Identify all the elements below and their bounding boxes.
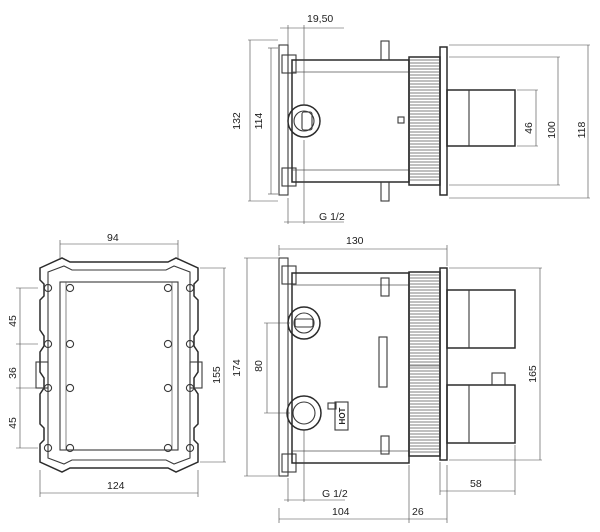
side-view: HOT 130 174 80 165 G 1/2 1 — [231, 235, 542, 523]
mounting-hole — [163, 383, 173, 393]
front-dim-spacing-2: 36 — [7, 367, 19, 379]
front-dim-width-bottom: 124 — [107, 480, 125, 492]
front-side-lug-right — [189, 361, 203, 389]
top-thread-label: G 1/2 — [319, 211, 345, 223]
top-dim-plate-inner: 100 — [546, 121, 558, 139]
front-dim-width-top: 94 — [107, 232, 119, 244]
mounting-hole — [185, 283, 195, 293]
top-plate — [439, 46, 448, 196]
side-dim-handle-depth: 58 — [470, 478, 482, 490]
side-dim-overall-width: 130 — [346, 235, 364, 247]
side-plate — [439, 267, 448, 461]
mounting-hole — [43, 383, 53, 393]
top-tab-right-lower — [380, 181, 390, 202]
mounting-hole — [65, 339, 75, 349]
top-view: 19,50 132 114 46 100 118 G 1/2 — [231, 13, 590, 224]
side-button — [491, 372, 506, 386]
top-dim-plate-outer: 118 — [576, 121, 588, 138]
top-handle — [446, 89, 516, 147]
mounting-hole — [185, 383, 195, 393]
front-inner-panel — [59, 281, 179, 451]
side-dim-body-depth: 104 — [332, 506, 350, 518]
top-dim-handle: 46 — [523, 122, 535, 134]
side-port-upper — [287, 306, 321, 340]
top-dim-top: 19,50 — [307, 13, 333, 25]
mounting-hole — [65, 383, 75, 393]
mounting-hole — [43, 283, 53, 293]
top-body — [291, 59, 410, 183]
top-bracket-tab-upper — [281, 54, 297, 74]
side-handle-lower — [446, 384, 516, 444]
top-bracket-left — [278, 44, 289, 196]
side-bracket-tab-upper — [281, 265, 297, 285]
side-thread-label: G 1/2 — [322, 488, 348, 500]
top-tab-right-upper — [380, 40, 390, 61]
top-port-outer — [287, 104, 321, 138]
side-marking: HOT — [338, 407, 347, 424]
side-dim-height: 174 — [231, 359, 243, 377]
mounting-hole — [163, 339, 173, 349]
mounting-hole — [163, 283, 173, 293]
mounting-hole — [163, 443, 173, 453]
front-frame — [39, 257, 199, 473]
front-view: 94 124 155 45 36 45 — [7, 232, 226, 497]
side-thread — [408, 271, 441, 457]
side-dim-outlet-spacing: 80 — [253, 360, 265, 372]
side-slot — [378, 336, 388, 388]
front-dim-spacing-1: 45 — [7, 315, 19, 327]
side-tab-right-lower — [380, 435, 390, 455]
mounting-hole — [43, 339, 53, 349]
mounting-hole — [65, 443, 75, 453]
side-dim-plate-depth: 26 — [412, 506, 424, 518]
side-tab-right-upper — [380, 277, 390, 297]
side-body — [291, 272, 410, 464]
side-bracket — [278, 257, 289, 477]
top-thread — [408, 56, 441, 186]
side-marking-box — [334, 401, 349, 431]
front-side-lug-left — [35, 361, 49, 389]
side-handle-upper — [446, 289, 516, 349]
side-dim-plate-height: 165 — [527, 365, 539, 383]
top-port-inner — [293, 110, 315, 132]
mounting-hole — [43, 443, 53, 453]
top-bracket-tab-lower — [281, 167, 297, 187]
front-dim-height: 155 — [211, 366, 223, 384]
mounting-hole — [185, 339, 195, 349]
top-dim-height-inner: 114 — [253, 112, 265, 129]
mounting-hole — [185, 443, 195, 453]
top-marker — [397, 116, 405, 124]
top-dim-height-outer: 132 — [231, 112, 243, 130]
mounting-hole — [65, 283, 75, 293]
front-dim-spacing-3: 45 — [7, 417, 19, 429]
